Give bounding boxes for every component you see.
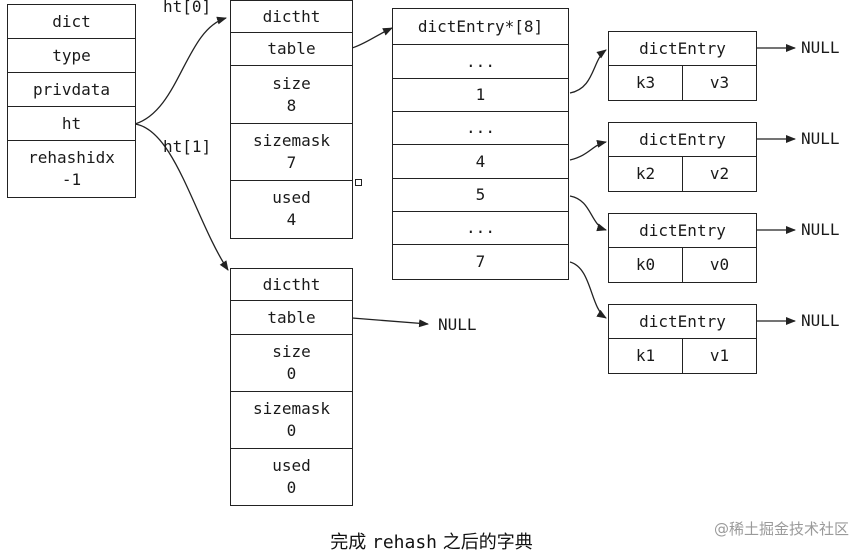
ht0-cell-text: table	[267, 39, 316, 58]
bucket-slot-text: 7	[475, 251, 486, 271]
arrow-table-to-buckets	[351, 27, 393, 49]
dict-entry-title: dictEntry	[609, 32, 756, 66]
dict-entry-kv: k0 v0	[609, 248, 756, 282]
entry-key: k0	[635, 255, 656, 274]
bucket-slot-text: ...	[466, 118, 495, 137]
arrow-slot1-to-k3	[569, 49, 607, 94]
bucket-slot-text: ...	[466, 218, 495, 237]
bucket-slot: 7	[393, 245, 568, 278]
dict-entry-title: dictEntry	[609, 214, 756, 248]
ht-field-label: ht	[61, 113, 82, 133]
bucket-array-title-text: dictEntry*[8]	[417, 16, 544, 36]
caption-suffix: 之后的字典	[437, 532, 533, 553]
ht0-used: used 4	[231, 181, 352, 237]
dict-entry-k0: dictEntry k0 v0	[608, 213, 757, 283]
dict-field-ht: ht	[8, 107, 135, 141]
rehashidx-field-label: rehashidx -1	[28, 148, 115, 189]
bucket-slot-text: ...	[466, 51, 495, 71]
figure-caption: 完成 rehash 之后的字典	[0, 528, 863, 554]
ht0-cell-text: sizemask 7	[252, 131, 331, 172]
entry-value: v3	[682, 66, 756, 100]
bucket-array-title: dictEntry*[8]	[393, 9, 568, 45]
ht1-cell-text: sizemask 0	[252, 399, 331, 440]
ht1-table-null: NULL	[438, 315, 477, 334]
privdata-field-label: privdata	[32, 79, 111, 99]
bucket-slot: 1	[393, 79, 568, 112]
entry-value: v0	[682, 248, 756, 282]
ht1-cell-text: used 0	[272, 456, 311, 497]
ht1-table: table	[231, 301, 352, 335]
type-field-label: type	[52, 45, 91, 65]
bucket-slot-text: 5	[475, 185, 486, 204]
dict-entry-kv: k3 v3	[609, 66, 756, 100]
dict-field-type: type	[8, 39, 135, 73]
dict-entry-k3: dictEntry k3 v3	[608, 31, 757, 101]
dict-entry-title-text: dictEntry	[639, 38, 726, 58]
ht0-sizemask: sizemask 7	[231, 124, 352, 181]
ht1-used: used 0	[231, 449, 352, 505]
bucket-slot: ...	[393, 212, 568, 245]
dict-entry-k1: dictEntry k1 v1	[608, 304, 757, 374]
caption-prefix: 完成	[330, 532, 372, 553]
dict-field-rehashidx: rehashidx -1	[8, 141, 135, 197]
entry-value: v1	[682, 339, 756, 373]
entry-key: k1	[635, 346, 656, 365]
dict-field-label: dict	[52, 11, 91, 31]
ht1-dictht-title: dictht	[231, 269, 352, 301]
ht0-table: table	[231, 33, 352, 66]
dict-entry-kv: k1 v1	[609, 339, 756, 373]
entry-value: v2	[682, 157, 756, 191]
selection-handle[interactable]	[355, 179, 362, 186]
k1-null: NULL	[801, 311, 840, 330]
bucket-slot: 5	[393, 179, 568, 212]
entry-key: k2	[635, 164, 656, 183]
dict-entry-k2: dictEntry k2 v2	[608, 122, 757, 192]
entry-key: k3	[635, 73, 656, 92]
ht1-cell-text: dictht	[262, 274, 321, 294]
dict-entry-title: dictEntry	[609, 305, 756, 339]
arrow-ht-to-ht0	[134, 16, 227, 125]
k0-null: NULL	[801, 220, 840, 239]
dict-entry-title-text: dictEntry	[639, 220, 726, 240]
ht0-size: size 8	[231, 66, 352, 124]
dict-field-dict: dict	[8, 5, 135, 39]
dict-entry-title: dictEntry	[609, 123, 756, 157]
ht0-cell-text: used 4	[272, 188, 311, 229]
bucket-slot: ...	[393, 112, 568, 145]
ht1-sizemask: sizemask 0	[231, 392, 352, 449]
dict-field-privdata: privdata	[8, 73, 135, 107]
ht1-cell-text: table	[267, 307, 316, 327]
arrow-slot4-to-k2	[569, 139, 607, 161]
watermark: @稀土掘金技术社区	[713, 520, 849, 538]
dict-entry-title-text: dictEntry	[639, 129, 726, 149]
ht0-dictht-title: dictht	[231, 1, 352, 33]
arrow-slot7-to-k1	[569, 261, 607, 319]
ht1-cell-text: size 0	[272, 342, 311, 383]
arrow-slot5-to-k0	[569, 195, 607, 232]
bucket-slot: ...	[393, 45, 568, 79]
arrow-ht-to-ht1	[134, 123, 229, 271]
ht0-cell-text: size 8	[272, 73, 311, 115]
k2-null: NULL	[801, 129, 840, 148]
ht0-dictht: dictht table size 8 sizemask 7 used 4	[230, 0, 353, 239]
ht1-size: size 0	[231, 335, 352, 392]
dict-entry-title-text: dictEntry	[639, 311, 726, 331]
dict-entry-kv: k2 v2	[609, 157, 756, 191]
ht1-dictht: dictht table size 0 sizemask 0 used 0	[230, 268, 353, 506]
caption-mono: rehash	[371, 532, 438, 553]
bucket-slot: 4	[393, 145, 568, 179]
bucket-slot-text: 4	[475, 151, 486, 171]
bucket-array: dictEntry*[8] ... 1 ... 4 5 ... 7	[392, 8, 569, 280]
k3-null: NULL	[801, 38, 840, 57]
ht0-cell-text: dictht	[262, 6, 321, 26]
ht1-label: ht[1]	[163, 137, 212, 156]
bucket-slot-text: 1	[475, 85, 486, 104]
ht0-label: ht[0]	[163, 0, 212, 16]
arrow-ht1-table-to-null	[351, 317, 429, 328]
dict-struct: dict type privdata ht rehashidx -1	[7, 4, 136, 198]
